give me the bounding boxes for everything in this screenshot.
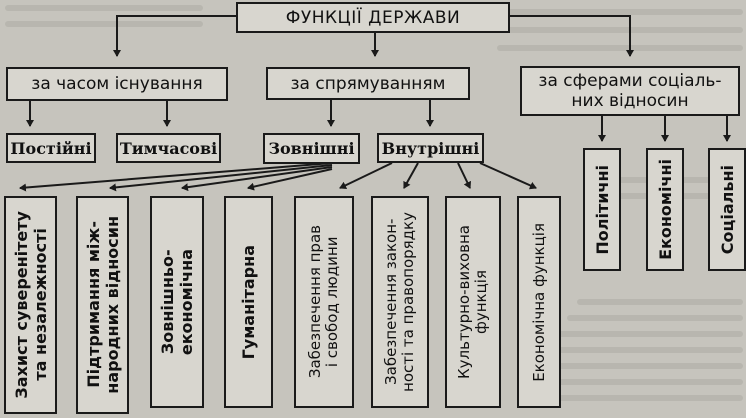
sphere-political-label: Політичні: [592, 164, 612, 255]
direction-external-box: Зовнішні: [263, 133, 360, 164]
sphere-economic-label: Економічні: [655, 159, 675, 260]
category-time-box: за часом існування: [6, 67, 228, 101]
internal-function-rights: Забезпечення прав і свобод людини: [294, 196, 354, 408]
category-spheres-box: за сферами соціаль- них відносин: [520, 66, 740, 116]
external-function-humanitarian-label: Гуманітарна: [239, 244, 258, 360]
time-temporary-box: Тимчасові: [116, 133, 221, 163]
internal-function-law-order-label: Забезпечення закон- ності та правопорядк…: [382, 212, 417, 392]
internal-function-economic: Економічна функція: [517, 196, 561, 408]
direction-internal-label: Внутрішні: [381, 138, 480, 158]
internal-function-cultural-label: Культурно-виховна функція: [455, 225, 490, 379]
category-direction-label: за спрямуванням: [290, 73, 446, 94]
external-function-sovereignty: Захист суверенітету та незалежності: [4, 196, 57, 414]
sphere-economic: Економічні: [646, 148, 684, 271]
external-function-international-label: Підтримання між- народних відносин: [83, 216, 122, 394]
direction-external-label: Зовнішні: [268, 139, 355, 158]
external-function-international: Підтримання між- народних відносин: [76, 196, 129, 414]
category-time-label: за часом існування: [31, 74, 203, 94]
internal-function-economic-label: Економічна функція: [529, 222, 548, 382]
direction-internal-box: Внутрішні: [377, 133, 484, 163]
root-label: ФУНКЦІЇ ДЕРЖАВИ: [285, 7, 461, 28]
sphere-social: Соціальні: [708, 148, 746, 271]
time-permanent-label: Постійні: [10, 138, 92, 158]
external-function-humanitarian: Гуманітарна: [224, 196, 273, 408]
external-function-sovereignty-label: Захист суверенітету та незалежності: [11, 211, 50, 399]
sphere-social-label: Соціальні: [717, 164, 737, 255]
root-box: ФУНКЦІЇ ДЕРЖАВИ: [236, 2, 510, 33]
time-permanent-box: Постійні: [6, 133, 96, 163]
category-direction-box: за спрямуванням: [266, 67, 470, 100]
category-spheres-label: за сферами соціаль- них відносин: [538, 71, 722, 111]
external-function-economic-label: Зовнішньо- економічна: [158, 248, 196, 356]
internal-function-law-order: Забезпечення закон- ності та правопорядк…: [371, 196, 429, 408]
time-temporary-label: Тимчасові: [119, 138, 218, 158]
external-function-economic: Зовнішньо- економічна: [150, 196, 204, 408]
sphere-political: Політичні: [583, 148, 621, 271]
internal-function-rights-label: Забезпечення прав і свобод людини: [306, 225, 341, 379]
internal-function-cultural: Культурно-виховна функція: [445, 196, 501, 408]
